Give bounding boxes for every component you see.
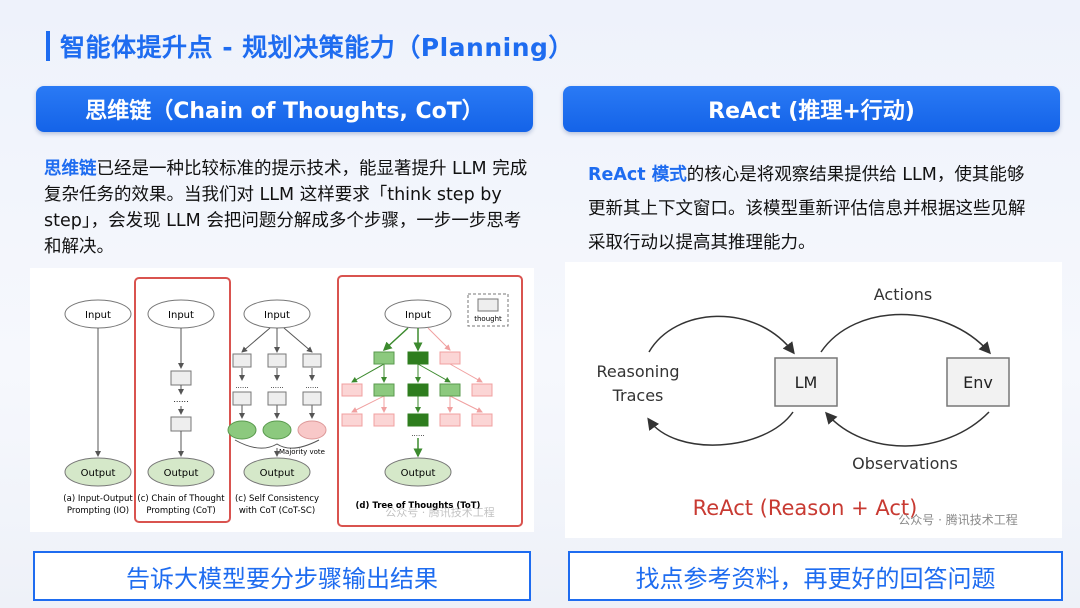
left-watermark: 公众号 · 腾讯技术工程 xyxy=(385,505,495,519)
cot-diagram: Input Output (a) Input-Output Prompting … xyxy=(63,275,523,527)
sc-output-label: Output xyxy=(260,468,295,479)
sc-input-label: Input xyxy=(264,310,290,321)
sc-vote-brace xyxy=(234,439,320,449)
cot-header: 思维链（Chain of Thoughts, CoT） xyxy=(36,86,533,132)
react-reason-arrow-top xyxy=(648,315,795,355)
react-summary: 找点参考资料，再更好的回答问题 xyxy=(568,551,1063,601)
sc-majority-vote: Majority vote xyxy=(279,448,325,456)
io-output-node xyxy=(64,457,132,487)
sc-branches xyxy=(239,327,315,419)
react-observation-arrow xyxy=(825,411,990,447)
react-desc-text: 的核心是将观察结果提供给 LLM，使其能够更新其上下文窗口。该模型重新评估信息并… xyxy=(588,165,1026,253)
io-caption-2: Prompting (IO) xyxy=(67,506,129,516)
tot-input-label: Input xyxy=(405,310,431,321)
tot-dots: ...... xyxy=(411,430,424,438)
cot-dots: ...... xyxy=(173,395,188,404)
cot-output-node xyxy=(147,457,215,487)
tot-edges xyxy=(351,327,483,458)
sc-caption-2: with CoT (CoT-SC) xyxy=(239,506,315,516)
io-input-label: Input xyxy=(85,310,111,321)
tot-nodes xyxy=(341,351,493,427)
cot-summary: 告诉大模型要分步骤输出结果 xyxy=(33,551,531,601)
react-description: ReAct 模式的核心是将观察结果提供给 LLM，使其能够更新其上下文窗口。该模… xyxy=(588,158,1040,260)
tot-output-label: Output xyxy=(401,468,436,479)
tot-legend-thought xyxy=(477,298,499,312)
react-header: ReAct (推理+行动) xyxy=(563,86,1060,132)
cot-caption-1: (c) Chain of Thought xyxy=(137,494,225,504)
sc-answer-3 xyxy=(297,420,327,440)
cot-highlight-box xyxy=(134,277,231,523)
right-watermark: 公众号 · 腾讯技术工程 xyxy=(898,512,1017,527)
sc-steps xyxy=(232,353,322,406)
react-action-arrow xyxy=(820,313,991,355)
tot-caption: (d) Tree of Thoughts (ToT) xyxy=(356,501,481,511)
react-diagram: Actions Reasoning Traces LM Env Observat… xyxy=(596,285,1017,527)
cot-diagram-panel: Input Output (a) Input-Output Prompting … xyxy=(30,268,534,532)
react-diagram-panel: Actions Reasoning Traces LM Env Observat… xyxy=(565,262,1062,538)
cot-caption-2: Prompting (CoT) xyxy=(146,506,215,516)
tot-highlight-box xyxy=(337,275,523,527)
react-actions-label: Actions xyxy=(874,285,932,304)
tot-legend-box xyxy=(467,293,509,327)
sc-answer-1 xyxy=(227,420,257,440)
sc-dots-1: ...... xyxy=(235,382,248,390)
cot-output-label: Output xyxy=(164,468,199,479)
io-output-label: Output xyxy=(81,468,116,479)
react-env-label: Env xyxy=(963,373,993,392)
react-observations-label: Observations xyxy=(852,454,958,473)
cot-input-label: Input xyxy=(168,310,194,321)
react-reasoning-label-1: Reasoning xyxy=(596,362,679,381)
tot-output-node xyxy=(384,457,452,487)
react-title-label: ReAct (Reason + Act) xyxy=(693,496,918,520)
io-caption-1: (a) Input-Output xyxy=(63,494,133,504)
page-title: 智能体提升点 - 规划决策能力（Planning） xyxy=(60,33,574,62)
react-reasoning-label-2: Traces xyxy=(612,386,664,405)
sc-dots-2: ...... xyxy=(270,382,283,390)
sc-answer-2 xyxy=(262,420,292,440)
cot-step-2 xyxy=(170,416,192,432)
title-accent-bar xyxy=(46,31,50,61)
react-highlight: ReAct 模式 xyxy=(588,165,687,185)
sc-caption-1: (c) Self Consistency xyxy=(235,494,319,504)
react-lm-label: LM xyxy=(795,373,818,392)
react-lm-box xyxy=(774,357,838,407)
cot-description: 思维链已经是一种比较标准的提示技术，能显著提升 LLM 完成复杂任务的效果。当我… xyxy=(44,156,530,260)
sc-output-node xyxy=(243,457,311,487)
cot-highlight: 思维链 xyxy=(44,159,97,179)
react-env-box xyxy=(946,357,1010,407)
cot-step-1 xyxy=(170,370,192,386)
sc-dots-3: ...... xyxy=(305,382,318,390)
tot-legend-label: thought xyxy=(474,315,502,323)
cot-desc-text: 已经是一种比较标准的提示技术，能显著提升 LLM 完成复杂任务的效果。当我们对 … xyxy=(44,159,528,257)
react-reason-arrow-bottom xyxy=(647,411,794,446)
